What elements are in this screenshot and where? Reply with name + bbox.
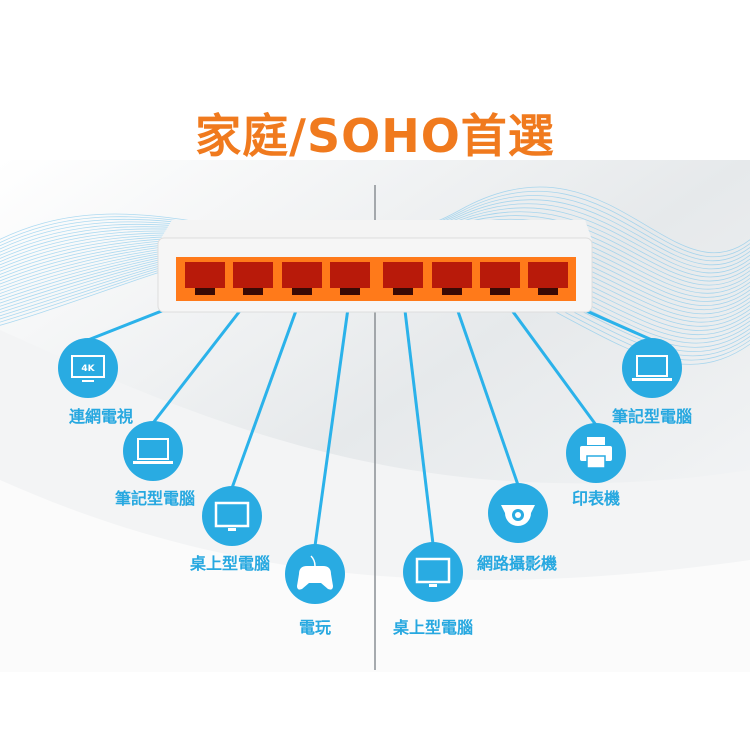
device-label: 筆記型電腦 <box>114 489 196 508</box>
desktop-icon <box>403 542 463 602</box>
ethernet-port <box>233 262 273 295</box>
cable <box>401 293 435 545</box>
device-label: 桌上型電腦 <box>189 554 271 573</box>
tv-4k-icon: 4K <box>58 338 118 398</box>
desktop-icon <box>202 486 262 546</box>
device-label: 網路攝影機 <box>476 554 558 573</box>
cable <box>230 293 304 489</box>
camera-icon <box>488 483 548 543</box>
ethernet-port <box>383 262 423 295</box>
ethernet-port <box>185 262 225 295</box>
ethernet-port <box>282 262 322 295</box>
cable <box>450 293 520 486</box>
device-label: 桌上型電腦 <box>392 618 474 637</box>
ethernet-port <box>480 262 520 295</box>
device-label: 筆記型電腦 <box>611 407 693 426</box>
cable <box>151 293 255 424</box>
printer-icon <box>566 423 626 483</box>
network-switch <box>157 220 593 313</box>
device-label: 連網電視 <box>68 407 134 426</box>
cable <box>498 293 598 426</box>
page-title: 家庭/SOHO首選 <box>195 109 555 163</box>
laptop-icon <box>123 421 183 481</box>
laptop-icon <box>622 338 682 398</box>
cables <box>87 292 653 547</box>
device-label: 電玩 <box>298 618 332 637</box>
ethernet-port <box>528 262 568 295</box>
device-label: 印表機 <box>571 489 621 508</box>
cable <box>313 293 352 547</box>
tv-badge: 4K <box>81 364 95 374</box>
gamepad-icon <box>285 544 345 604</box>
ethernet-port <box>432 262 472 295</box>
ethernet-port <box>330 262 370 295</box>
